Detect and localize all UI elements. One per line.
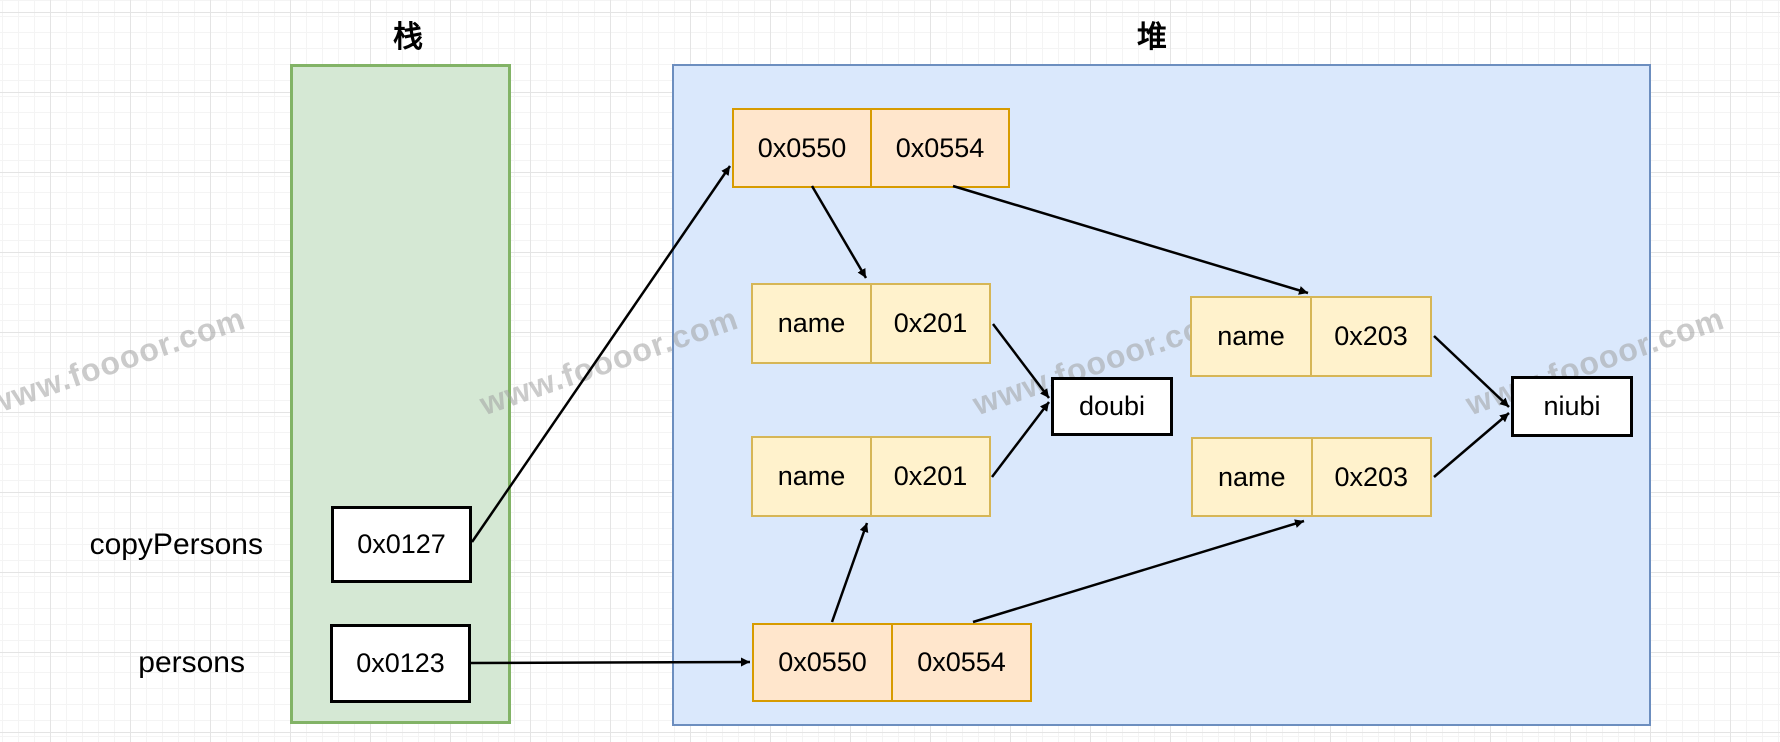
heap-person-object: name 0x203 [1191, 437, 1432, 517]
field-value: 0x203 [1310, 298, 1430, 375]
variable-label-persons: persons [138, 646, 245, 679]
variable-label-copyPersons: copyPersons [89, 528, 263, 561]
stack-value-copyPersons: 0x0127 [331, 506, 472, 583]
array-cell: 0x0550 [778, 647, 867, 677]
heap-person-object: name 0x203 [1190, 296, 1432, 377]
field-name: name [1217, 461, 1286, 492]
heap-title: 堆 [1137, 21, 1167, 54]
heap-array-original: 0x0550 0x0554 [752, 623, 1032, 702]
heap-array-copy: 0x0550 0x0554 [732, 108, 1010, 188]
field-name: name [777, 461, 846, 491]
field-value: 0x201 [870, 285, 989, 362]
heap-person-object: name 0x201 [751, 436, 991, 517]
heap-person-object: name 0x201 [751, 283, 991, 364]
stack-value-persons: 0x0123 [330, 624, 471, 703]
array-cell: 0x0550 [757, 132, 847, 163]
heap-string-doubi: doubi [1051, 377, 1173, 436]
watermark-text: www.foooor.com [0, 299, 250, 422]
field-value: 0x203 [1310, 439, 1431, 515]
heap-string-niubi: niubi [1511, 376, 1633, 437]
array-cell: 0x0554 [891, 625, 1030, 700]
stack-title: 栈 [393, 21, 423, 54]
array-cell: 0x0554 [870, 110, 1008, 186]
field-value: 0x201 [870, 438, 989, 515]
field-name: name [777, 308, 846, 338]
field-name: name [1217, 321, 1285, 351]
